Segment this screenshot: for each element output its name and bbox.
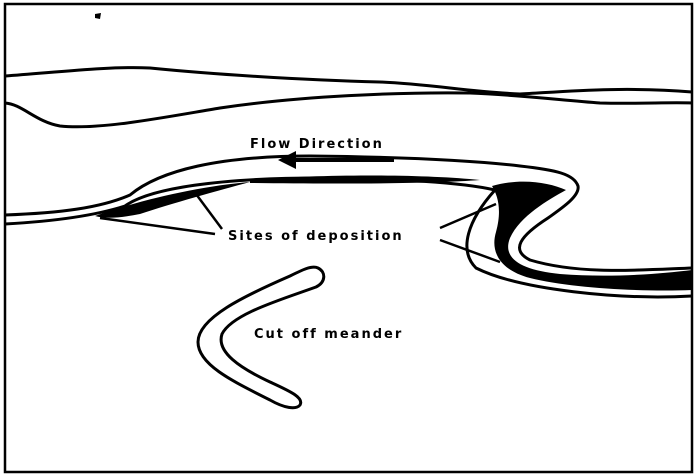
- sites-of-deposition-label: Sites of deposition: [228, 229, 404, 244]
- ink-speck: [95, 13, 101, 19]
- cut-off-meander-label: Cut off meander: [254, 327, 403, 342]
- flow-direction-label: Flow Direction: [250, 137, 384, 152]
